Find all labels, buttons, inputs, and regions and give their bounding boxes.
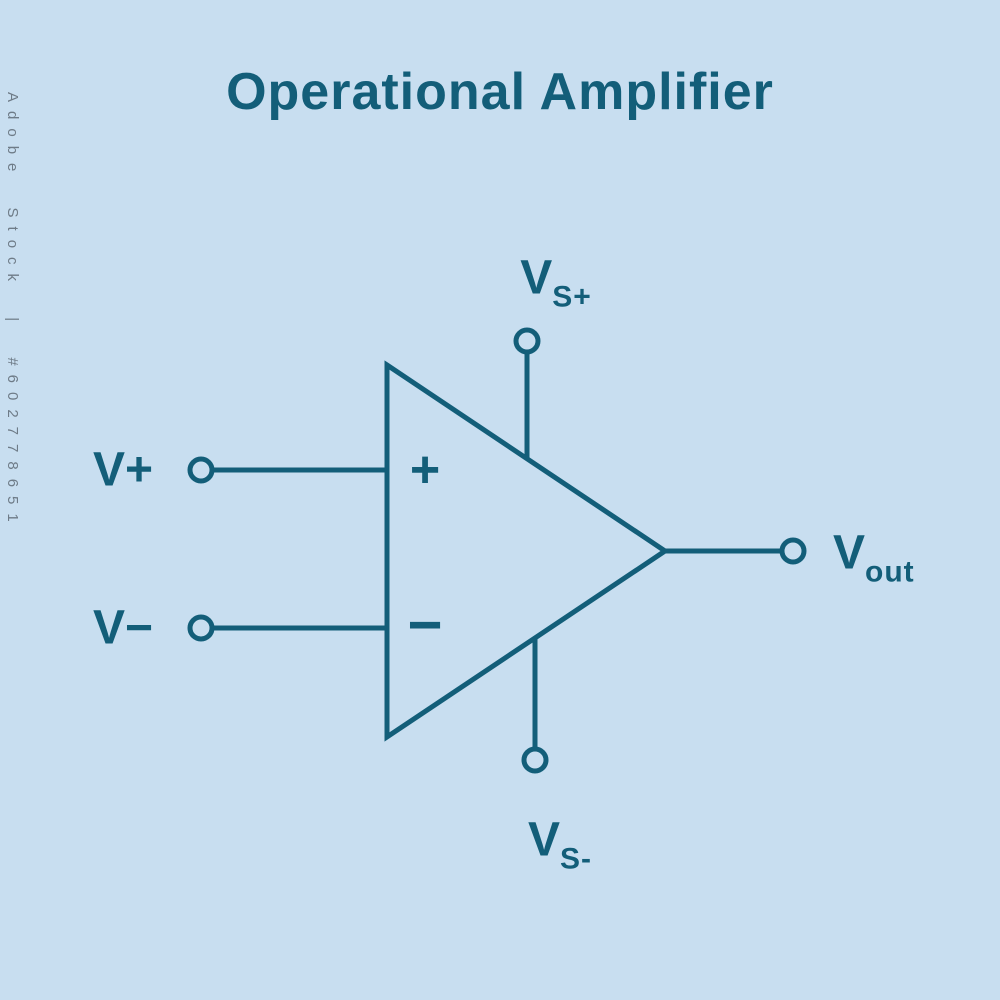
- stock-watermark: Adobe Stock | #602778651: [4, 92, 21, 937]
- label-input-minus: V−: [92, 601, 154, 655]
- label-output-sub: out: [865, 555, 915, 589]
- watermark-separator: |: [4, 317, 21, 331]
- label-input-plus: V+: [92, 443, 154, 497]
- label-supply-positive-sub: S+: [552, 280, 592, 314]
- label-supply-positive-base: V: [520, 251, 553, 305]
- label-supply-negative-sub: S-: [560, 842, 593, 876]
- supply-positive-terminal: [513, 327, 541, 355]
- label-supply-negative-base: V: [527, 813, 561, 867]
- supply-negative-terminal: [521, 746, 549, 774]
- input-plus-terminal: [187, 456, 215, 484]
- output-terminal: [779, 537, 807, 565]
- inverting-minus-sign: −: [407, 591, 443, 658]
- noninverting-plus-sign: +: [409, 441, 441, 499]
- label-output-base: V: [833, 526, 866, 580]
- watermark-agency: Adobe Stock: [4, 92, 21, 291]
- input-minus-terminal: [187, 614, 215, 642]
- watermark-asset-id: #602778651: [4, 357, 21, 531]
- diagram-title: Operational Amplifier: [226, 63, 774, 121]
